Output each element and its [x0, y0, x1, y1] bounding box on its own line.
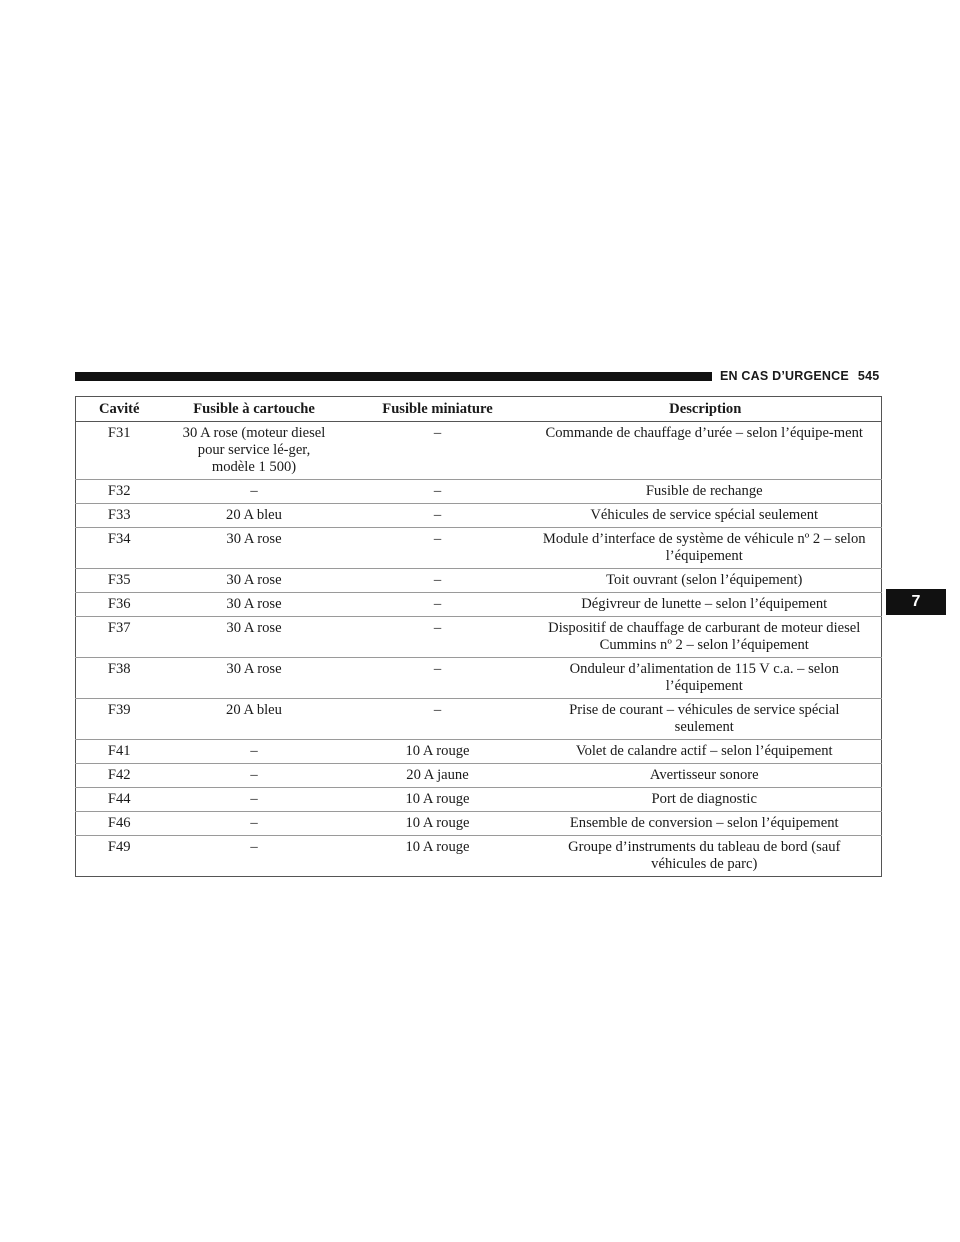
- cell-cavity: F46: [75, 811, 163, 836]
- cell-description: Module d’interface de système de véhicul…: [529, 527, 882, 569]
- table-row: F32––Fusible de rechange: [75, 479, 882, 504]
- cell-description: Volet de calandre actif – selon l’équipe…: [529, 739, 882, 764]
- cell-cartridge-fuse: –: [162, 739, 346, 764]
- cell-cartridge-fuse: 20 A bleu: [162, 503, 346, 528]
- cell-cavity: F44: [75, 787, 163, 812]
- cell-cartridge-fuse: 30 A rose: [162, 616, 346, 658]
- cell-cavity: F33: [75, 503, 163, 528]
- cell-cartridge-fuse: –: [162, 787, 346, 812]
- column-header-mini-fuse: Fusible miniature: [345, 396, 530, 422]
- column-header-cavity: Cavité: [75, 396, 163, 422]
- cell-cartridge-fuse: 30 A rose: [162, 657, 346, 699]
- cell-cavity: F41: [75, 739, 163, 764]
- running-header: EN CAS D’URGENCE 545: [720, 367, 900, 385]
- cell-cavity: F32: [75, 479, 163, 504]
- cell-mini-fuse: –: [345, 527, 530, 569]
- cell-mini-fuse: –: [345, 592, 530, 617]
- cell-cartridge-fuse: –: [162, 835, 346, 877]
- cell-mini-fuse: 10 A rouge: [345, 787, 530, 812]
- cell-description: Ensemble de conversion – selon l’équipem…: [529, 811, 882, 836]
- cell-description: Groupe d’instruments du tableau de bord …: [529, 835, 882, 877]
- cell-description: Toit ouvrant (selon l’équipement): [529, 568, 882, 593]
- cell-cavity: F31: [75, 421, 163, 480]
- cell-mini-fuse: 10 A rouge: [345, 739, 530, 764]
- cell-cavity: F36: [75, 592, 163, 617]
- cell-description: Onduleur d’alimentation de 115 V c.a. – …: [529, 657, 882, 699]
- cell-cavity: F34: [75, 527, 163, 569]
- cell-cavity: F42: [75, 763, 163, 788]
- cell-cavity: F39: [75, 698, 163, 740]
- cell-cartridge-fuse: 30 A rose (moteur diesel pour service lé…: [162, 421, 346, 480]
- table-header-row: Cavité Fusible à cartouche Fusible minia…: [75, 396, 882, 422]
- cell-cartridge-fuse: 30 A rose: [162, 527, 346, 569]
- cell-cavity: F35: [75, 568, 163, 593]
- cell-mini-fuse: –: [345, 568, 530, 593]
- cell-mini-fuse: –: [345, 479, 530, 504]
- header-rule: [75, 372, 712, 381]
- cell-mini-fuse: 20 A jaune: [345, 763, 530, 788]
- cell-mini-fuse: –: [345, 421, 530, 480]
- cell-mini-fuse: –: [345, 698, 530, 740]
- cell-description: Prise de courant – véhicules de service …: [529, 698, 882, 740]
- cell-description: Fusible de rechange: [529, 479, 882, 504]
- page-number: 545: [857, 369, 880, 383]
- fuse-table: Cavité Fusible à cartouche Fusible minia…: [75, 396, 882, 877]
- cell-cartridge-fuse: –: [162, 763, 346, 788]
- column-header-cartridge-fuse: Fusible à cartouche: [162, 396, 346, 422]
- cell-mini-fuse: –: [345, 616, 530, 658]
- cell-description: Port de diagnostic: [529, 787, 882, 812]
- cell-cavity: F49: [75, 835, 163, 877]
- cell-cartridge-fuse: 20 A bleu: [162, 698, 346, 740]
- cell-mini-fuse: 10 A rouge: [345, 811, 530, 836]
- column-header-description: Description: [529, 396, 882, 422]
- cell-cartridge-fuse: –: [162, 479, 346, 504]
- cell-cavity: F38: [75, 657, 163, 699]
- cell-description: Dispositif de chauffage de carburant de …: [529, 616, 882, 658]
- section-title: EN CAS D’URGENCE: [720, 369, 849, 383]
- chapter-tab[interactable]: 7: [886, 589, 946, 615]
- cell-mini-fuse: 10 A rouge: [345, 835, 530, 877]
- cell-cartridge-fuse: 30 A rose: [162, 568, 346, 593]
- cell-mini-fuse: –: [345, 657, 530, 699]
- cell-description: Commande de chauffage d’urée – selon l’é…: [529, 421, 882, 480]
- cell-description: Avertisseur sonore: [529, 763, 882, 788]
- cell-cartridge-fuse: –: [162, 811, 346, 836]
- cell-cavity: F37: [75, 616, 163, 658]
- cell-cartridge-fuse: 30 A rose: [162, 592, 346, 617]
- cell-description: Véhicules de service spécial seulement: [529, 503, 882, 528]
- cell-mini-fuse: –: [345, 503, 530, 528]
- cell-description: Dégivreur de lunette – selon l’équipemen…: [529, 592, 882, 617]
